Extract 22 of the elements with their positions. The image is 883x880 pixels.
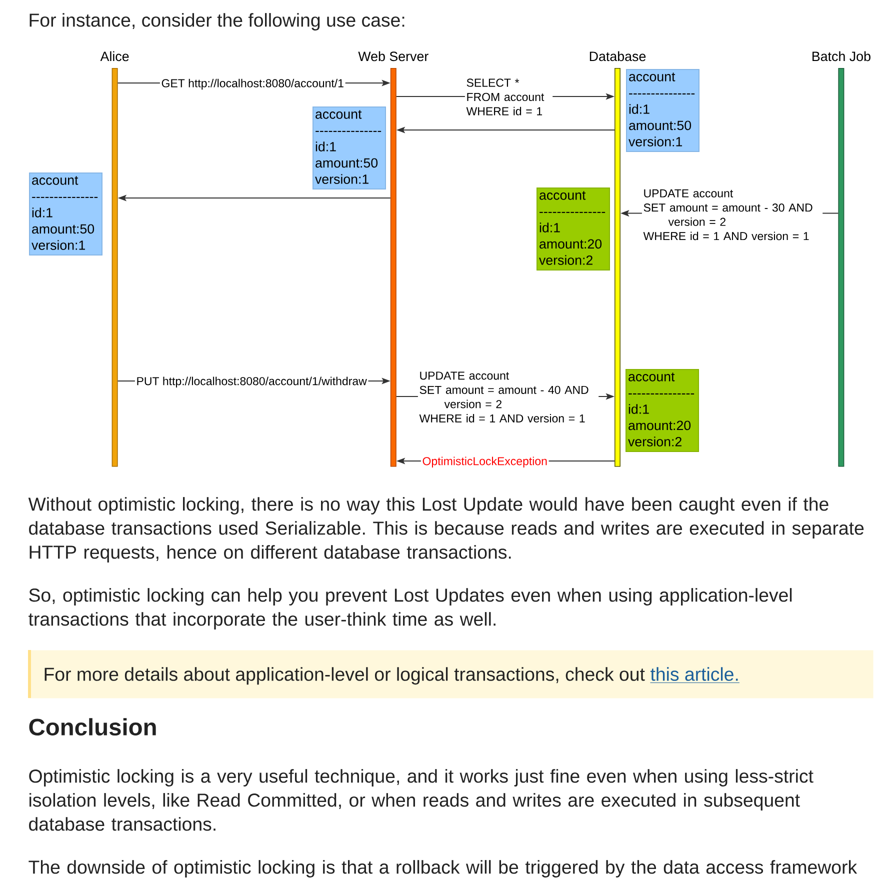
record-box: account --------------- id:1 amount:50 version:1 bbox=[312, 106, 386, 190]
participant-name: Web Server bbox=[358, 51, 428, 62]
paragraph: Without optimistic locking, there is no way this Lost Update would have been caught even if the database transactions used Serializable. This is because reads and writes are executed in separate HTTP requests, hence on different database transactions. bbox=[28, 497, 864, 562]
paragraph: The downside of optimistic locking is that a rollback will be triggered by the data access framework bbox=[28, 860, 858, 878]
edge-label: GET http://localhost:8080/account/1 bbox=[160, 78, 346, 91]
paragraph: For instance, consider the following use case: bbox=[30, 13, 404, 30]
edge-label: PUT http://localhost:8080/account/1/withdraw bbox=[134, 375, 368, 389]
edge-label: SELECT * FROM account WHERE id = 1 bbox=[464, 77, 553, 117]
participant-name: Batch Job bbox=[812, 51, 870, 62]
record-box: account --------------- id:1 amount:20 version:2 bbox=[536, 188, 610, 270]
participant-name: Database bbox=[590, 51, 646, 62]
link: this article. bbox=[650, 667, 740, 684]
record-box: account --------------- id:1 amount:50 version:1 bbox=[626, 69, 700, 152]
edge-label: UPDATE account SET amount = amount - 40 AND version = 2 WHERE id = 1 AND version = 1 bbox=[418, 370, 599, 424]
participant-name: Alice bbox=[100, 51, 129, 62]
record-box: account --------------- id:1 amount:50 version:1 bbox=[29, 172, 102, 256]
edge-label: UPDATE account SET amount = amount - 30 AND version = 2 WHERE id = 1 AND version = 1 bbox=[642, 188, 823, 242]
paragraph: Optimistic locking is a very useful technique, and it works just fine even when using less-strict isolation levels, like Read Committed, or when reads and writes are executed in subsequent database transactions. bbox=[29, 769, 814, 831]
note-panel: For more details about application-level or logical transactions, check out this article. bbox=[28, 650, 874, 698]
edge-label: OptimisticLockException bbox=[420, 455, 549, 469]
paragraph: So, optimistic locking can help you prevent Lost Updates even when using application-level transactions that incorporate the user-think time as well. bbox=[28, 588, 792, 630]
record-box: account --------------- id:1 amount:20 version:2 bbox=[626, 369, 699, 452]
